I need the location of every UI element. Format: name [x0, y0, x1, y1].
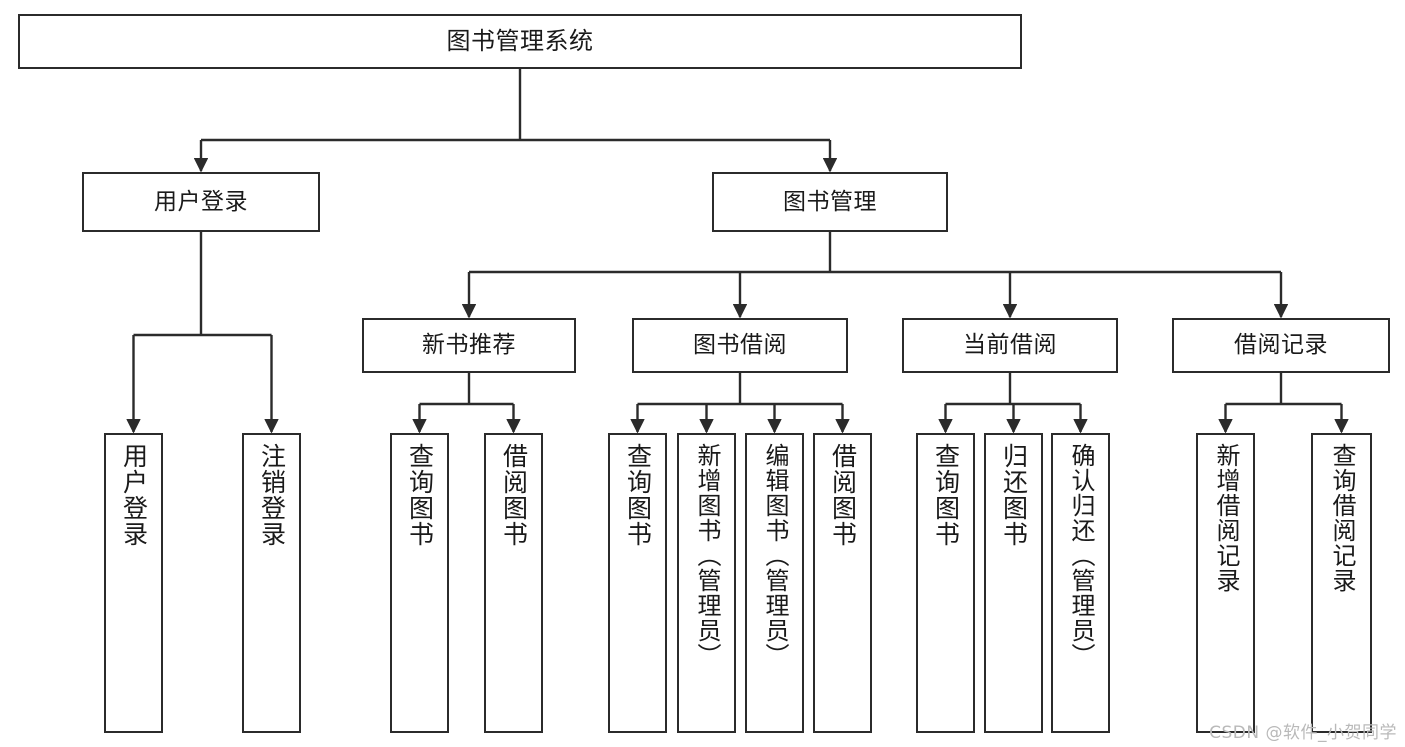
- leaf-recommend-borrow-books-label: 借阅图书: [499, 443, 529, 547]
- leaf-recommend-query-books[interactable]: 查询图书: [390, 433, 449, 733]
- leaf-recommend-borrow-books[interactable]: 借阅图书: [484, 433, 543, 733]
- leaf-current-confirm-return-admin-label: 确认归还（管理员）: [1066, 443, 1095, 668]
- leaf-user-login[interactable]: 用户登录: [104, 433, 163, 733]
- leaf-current-query-books[interactable]: 查询图书: [916, 433, 975, 733]
- node-current-borrow-label: 当前借阅: [963, 332, 1057, 359]
- node-root-label: 图书管理系统: [446, 26, 594, 55]
- leaf-borrow-query-books[interactable]: 查询图书: [608, 433, 667, 733]
- node-new-book-recommend-label: 新书推荐: [422, 332, 516, 359]
- leaf-current-query-books-label: 查询图书: [931, 443, 961, 547]
- leaf-borrow-edit-book-admin-label: 编辑图书（管理员）: [760, 443, 789, 668]
- watermark: CSDN @软件_小贺同学: [1209, 723, 1397, 743]
- node-current-borrow[interactable]: 当前借阅: [902, 318, 1118, 373]
- leaf-records-add-record[interactable]: 新增借阅记录: [1196, 433, 1255, 733]
- node-book-management[interactable]: 图书管理: [712, 172, 948, 232]
- node-book-management-label: 图书管理: [783, 188, 877, 215]
- leaf-borrow-add-book-admin[interactable]: 新增图书（管理员）: [677, 433, 736, 733]
- leaf-user-logout[interactable]: 注销登录: [242, 433, 301, 733]
- leaf-borrow-lend-books[interactable]: 借阅图书: [813, 433, 872, 733]
- leaf-borrow-lend-books-label: 借阅图书: [828, 443, 858, 547]
- node-borrow-records-label: 借阅记录: [1234, 332, 1328, 359]
- leaf-user-login-label: 用户登录: [119, 443, 149, 547]
- node-book-borrow-label: 图书借阅: [693, 332, 787, 359]
- leaf-user-logout-label: 注销登录: [257, 443, 287, 547]
- leaf-current-return-books-label: 归还图书: [999, 443, 1029, 547]
- leaf-current-return-books[interactable]: 归还图书: [984, 433, 1043, 733]
- leaf-recommend-query-books-label: 查询图书: [405, 443, 435, 547]
- leaf-borrow-query-books-label: 查询图书: [623, 443, 653, 547]
- leaf-current-confirm-return-admin[interactable]: 确认归还（管理员）: [1051, 433, 1110, 733]
- node-book-borrow[interactable]: 图书借阅: [632, 318, 848, 373]
- node-user-login-label: 用户登录: [154, 188, 248, 215]
- node-borrow-records[interactable]: 借阅记录: [1172, 318, 1390, 373]
- leaf-borrow-edit-book-admin[interactable]: 编辑图书（管理员）: [745, 433, 804, 733]
- leaf-records-query-record-label: 查询借阅记录: [1327, 443, 1356, 593]
- node-root[interactable]: 图书管理系统: [18, 14, 1022, 69]
- leaf-records-query-record[interactable]: 查询借阅记录: [1311, 433, 1372, 733]
- node-new-book-recommend[interactable]: 新书推荐: [362, 318, 576, 373]
- leaf-records-add-record-label: 新增借阅记录: [1211, 443, 1240, 593]
- leaf-borrow-add-book-admin-label: 新增图书（管理员）: [692, 443, 721, 668]
- node-user-login[interactable]: 用户登录: [82, 172, 320, 232]
